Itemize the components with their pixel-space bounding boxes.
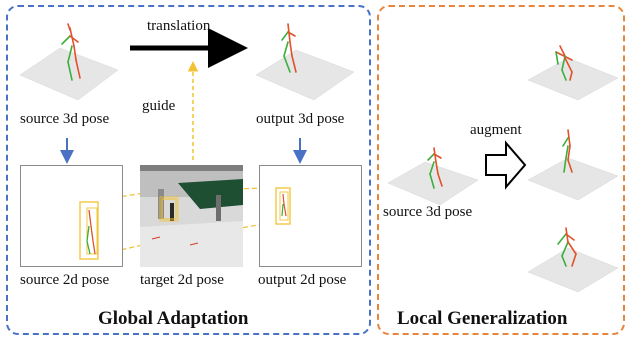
local-generalization-title: Local Generalization: [397, 308, 568, 329]
source-3d-pose-label: source 3d pose: [20, 111, 110, 127]
augmented-pose-3-figure: [527, 227, 619, 293]
local-source-3d-pose-label: source 3d pose: [383, 204, 473, 220]
output-2d-skeleton: [275, 187, 291, 225]
augment-label: augment: [470, 122, 522, 138]
global-adaptation-panel: [6, 5, 371, 335]
local-source-3d-pose-figure: [387, 147, 479, 206]
source-2d-pose-box: [20, 165, 123, 267]
local-generalization-panel: [377, 5, 625, 335]
translation-label: translation: [147, 18, 211, 34]
target-2d-pose-image: [140, 165, 243, 267]
global-adaptation-title: Global Adaptation: [98, 308, 249, 329]
output-3d-pose-figure: [255, 23, 355, 101]
source-2d-skeleton: [79, 201, 99, 260]
source-3d-pose-figure: [19, 23, 119, 101]
output-2d-pose-label: output 2d pose: [258, 272, 347, 288]
augmented-pose-1-figure: [527, 45, 619, 101]
augment-arrow: [485, 140, 527, 190]
guide-label: guide: [142, 98, 176, 114]
target-2d-pose-label: target 2d pose: [140, 272, 224, 288]
output-3d-pose-label: output 3d pose: [256, 111, 345, 127]
capture-studio-photo: [140, 165, 243, 267]
augmented-pose-2-figure: [527, 129, 619, 201]
output-2d-pose-box: [259, 165, 362, 267]
source-2d-pose-label: source 2d pose: [20, 272, 110, 288]
